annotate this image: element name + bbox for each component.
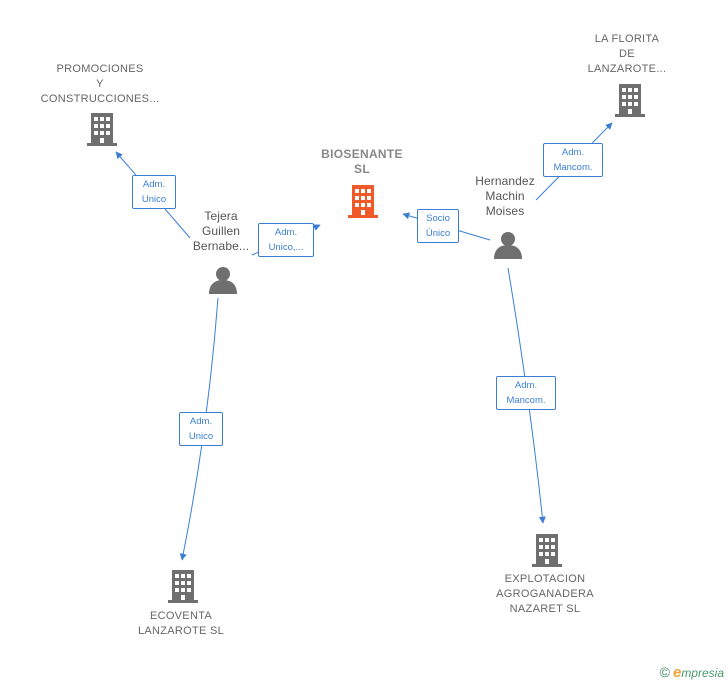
person-icon-hernandez[interactable] <box>494 232 522 259</box>
person-icon-tejera[interactable] <box>209 267 237 294</box>
edge-label-hernandez-explotacion[interactable]: Adm. Mancom. <box>496 376 556 410</box>
edge-label-hernandez-laflorita[interactable]: Adm. Mancom. <box>543 143 603 177</box>
brand-name: mpresia <box>681 666 724 680</box>
node-label-biosenante[interactable]: BIOSENANTE SL <box>321 147 403 176</box>
building-icon-biosenante[interactable] <box>348 185 378 218</box>
building-icon-promociones[interactable] <box>87 113 117 146</box>
brand-initial: e <box>672 664 682 681</box>
building-icon-ecoventa[interactable] <box>168 570 198 603</box>
edge-label-tejera-ecoventa[interactable]: Adm. Unico <box>179 412 223 446</box>
node-label-ecoventa[interactable]: ECOVENTA LANZAROTE SL <box>137 610 225 637</box>
node-label-tejera[interactable]: Tejera Guillen Bernabe... <box>192 209 250 253</box>
edge-label-tejera-promociones[interactable]: Adm. Unico <box>132 175 176 209</box>
node-label-la-florita[interactable]: LA FLORITA DE LANZAROTE... <box>587 33 667 75</box>
empresia-logo: ©empresia <box>660 664 724 681</box>
edge-label-tejera-biosenante[interactable]: Adm. Unico,... <box>258 223 314 257</box>
edge-label-hernandez-biosenante[interactable]: Socio Único <box>417 209 459 243</box>
copyright-icon: © <box>659 664 670 680</box>
node-label-explotacion[interactable]: EXPLOTACION AGROGANADERA NAZARET SL <box>496 573 594 615</box>
building-icon-explotacion[interactable] <box>532 534 562 567</box>
node-label-hernandez[interactable]: Hernandez Machin Moises <box>475 174 535 218</box>
building-icon-la-florita[interactable] <box>615 84 645 117</box>
node-label-promociones[interactable]: PROMOCIONES Y CONSTRUCCIONES... <box>40 63 160 105</box>
